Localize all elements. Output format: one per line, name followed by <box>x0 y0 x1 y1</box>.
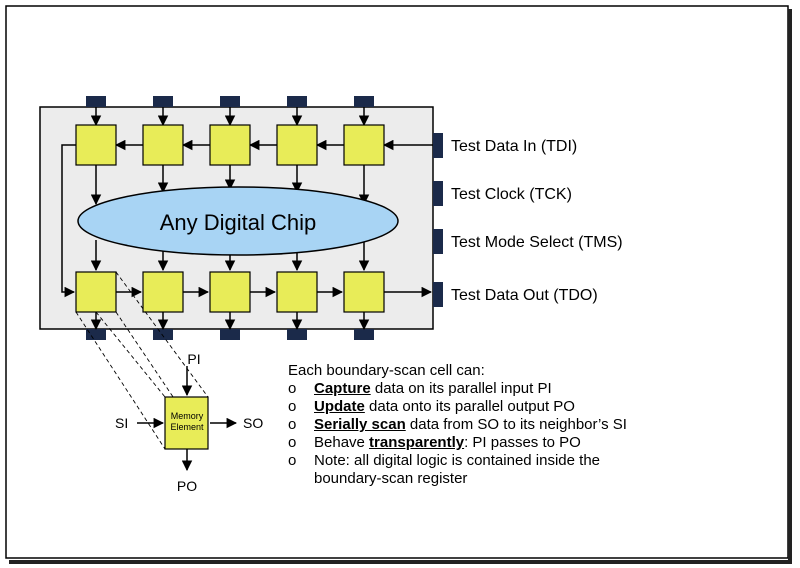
item-bold: transparently <box>369 434 465 451</box>
bullet-mark: o <box>288 434 297 451</box>
boundary-scan-cell <box>142 124 184 166</box>
boundary-scan-cell <box>343 124 385 166</box>
boundary-scan-cell <box>343 271 385 313</box>
boundary-scan-cell <box>209 124 251 166</box>
bottom-pad <box>153 329 173 340</box>
item-text: data from SO to its neighbor’s SI <box>405 416 627 433</box>
tck-pad <box>433 181 443 206</box>
bottom-pad <box>86 329 106 340</box>
frame-shadow <box>9 560 791 564</box>
chip-label: Any Digital Chip <box>160 210 317 235</box>
bottom-pad <box>354 329 374 340</box>
tdo-label: Test Data Out (TDO) <box>451 287 598 304</box>
item-bold: Serially scan <box>314 416 406 433</box>
top-pad <box>220 96 240 107</box>
pi-label: PI <box>187 351 200 367</box>
bullet-mark: o <box>288 452 297 469</box>
zoom-line <box>95 311 166 398</box>
memory-element-label-1: Memory <box>171 411 204 421</box>
zoom-line <box>75 311 166 450</box>
list-item: o Update data onto its parallel output P… <box>288 398 768 416</box>
list-item: o Behave transparently: PI passes to PO <box>288 434 768 452</box>
tms-pad <box>433 229 443 254</box>
memory-element-label-2: Element <box>170 422 204 432</box>
feature-list: Each boundary-scan cell can: o Capture d… <box>288 362 768 488</box>
note-line-1: Note: all digital logic is contained ins… <box>314 452 601 469</box>
top-pad <box>287 96 307 107</box>
tdi-pad <box>433 133 443 158</box>
frame-shadow-right <box>788 9 792 564</box>
item-text: : PI passes to PO <box>464 434 581 451</box>
top-pad <box>354 96 374 107</box>
top-pad <box>153 96 173 107</box>
bullet-mark: o <box>288 398 297 415</box>
bottom-pad <box>220 329 240 340</box>
list-item: o Note: all digital logic is contained i… <box>288 452 768 488</box>
po-label: PO <box>177 478 197 494</box>
bullet-mark: o <box>288 416 297 433</box>
digital-chip <box>77 186 399 256</box>
si-label: SI <box>115 415 128 431</box>
boundary-scan-cell <box>75 271 117 313</box>
item-bold: Update <box>314 398 365 415</box>
boundary-scan-cell <box>209 271 251 313</box>
list-intro: Each boundary-scan cell can: <box>288 362 485 379</box>
tdi-label: Test Data In (TDI) <box>451 138 577 155</box>
tdo-pad <box>433 282 443 307</box>
item-pre: Behave <box>314 434 370 451</box>
boundary-scan-cell <box>276 124 318 166</box>
tck-label: Test Clock (TCK) <box>451 186 572 203</box>
list-item: o Serially scan data from SO to its neig… <box>288 416 768 434</box>
boundary-scan-cell <box>276 271 318 313</box>
tms-label: Test Mode Select (TMS) <box>451 234 623 251</box>
memory-element <box>164 396 209 450</box>
so-label: SO <box>243 415 263 431</box>
top-pad <box>86 96 106 107</box>
item-text: data onto its parallel output PO <box>364 398 575 415</box>
bottom-pad <box>287 329 307 340</box>
note-line-2: boundary-scan register <box>314 470 468 487</box>
zoom-line <box>115 271 209 398</box>
boundary-scan-cell <box>142 271 184 313</box>
bullet-mark: o <box>288 380 297 397</box>
boundary-scan-cell <box>75 124 117 166</box>
item-bold: Capture <box>314 380 371 397</box>
list-item: o Capture data on its parallel input PI <box>288 380 768 398</box>
item-text: data on its parallel input PI <box>370 380 552 397</box>
